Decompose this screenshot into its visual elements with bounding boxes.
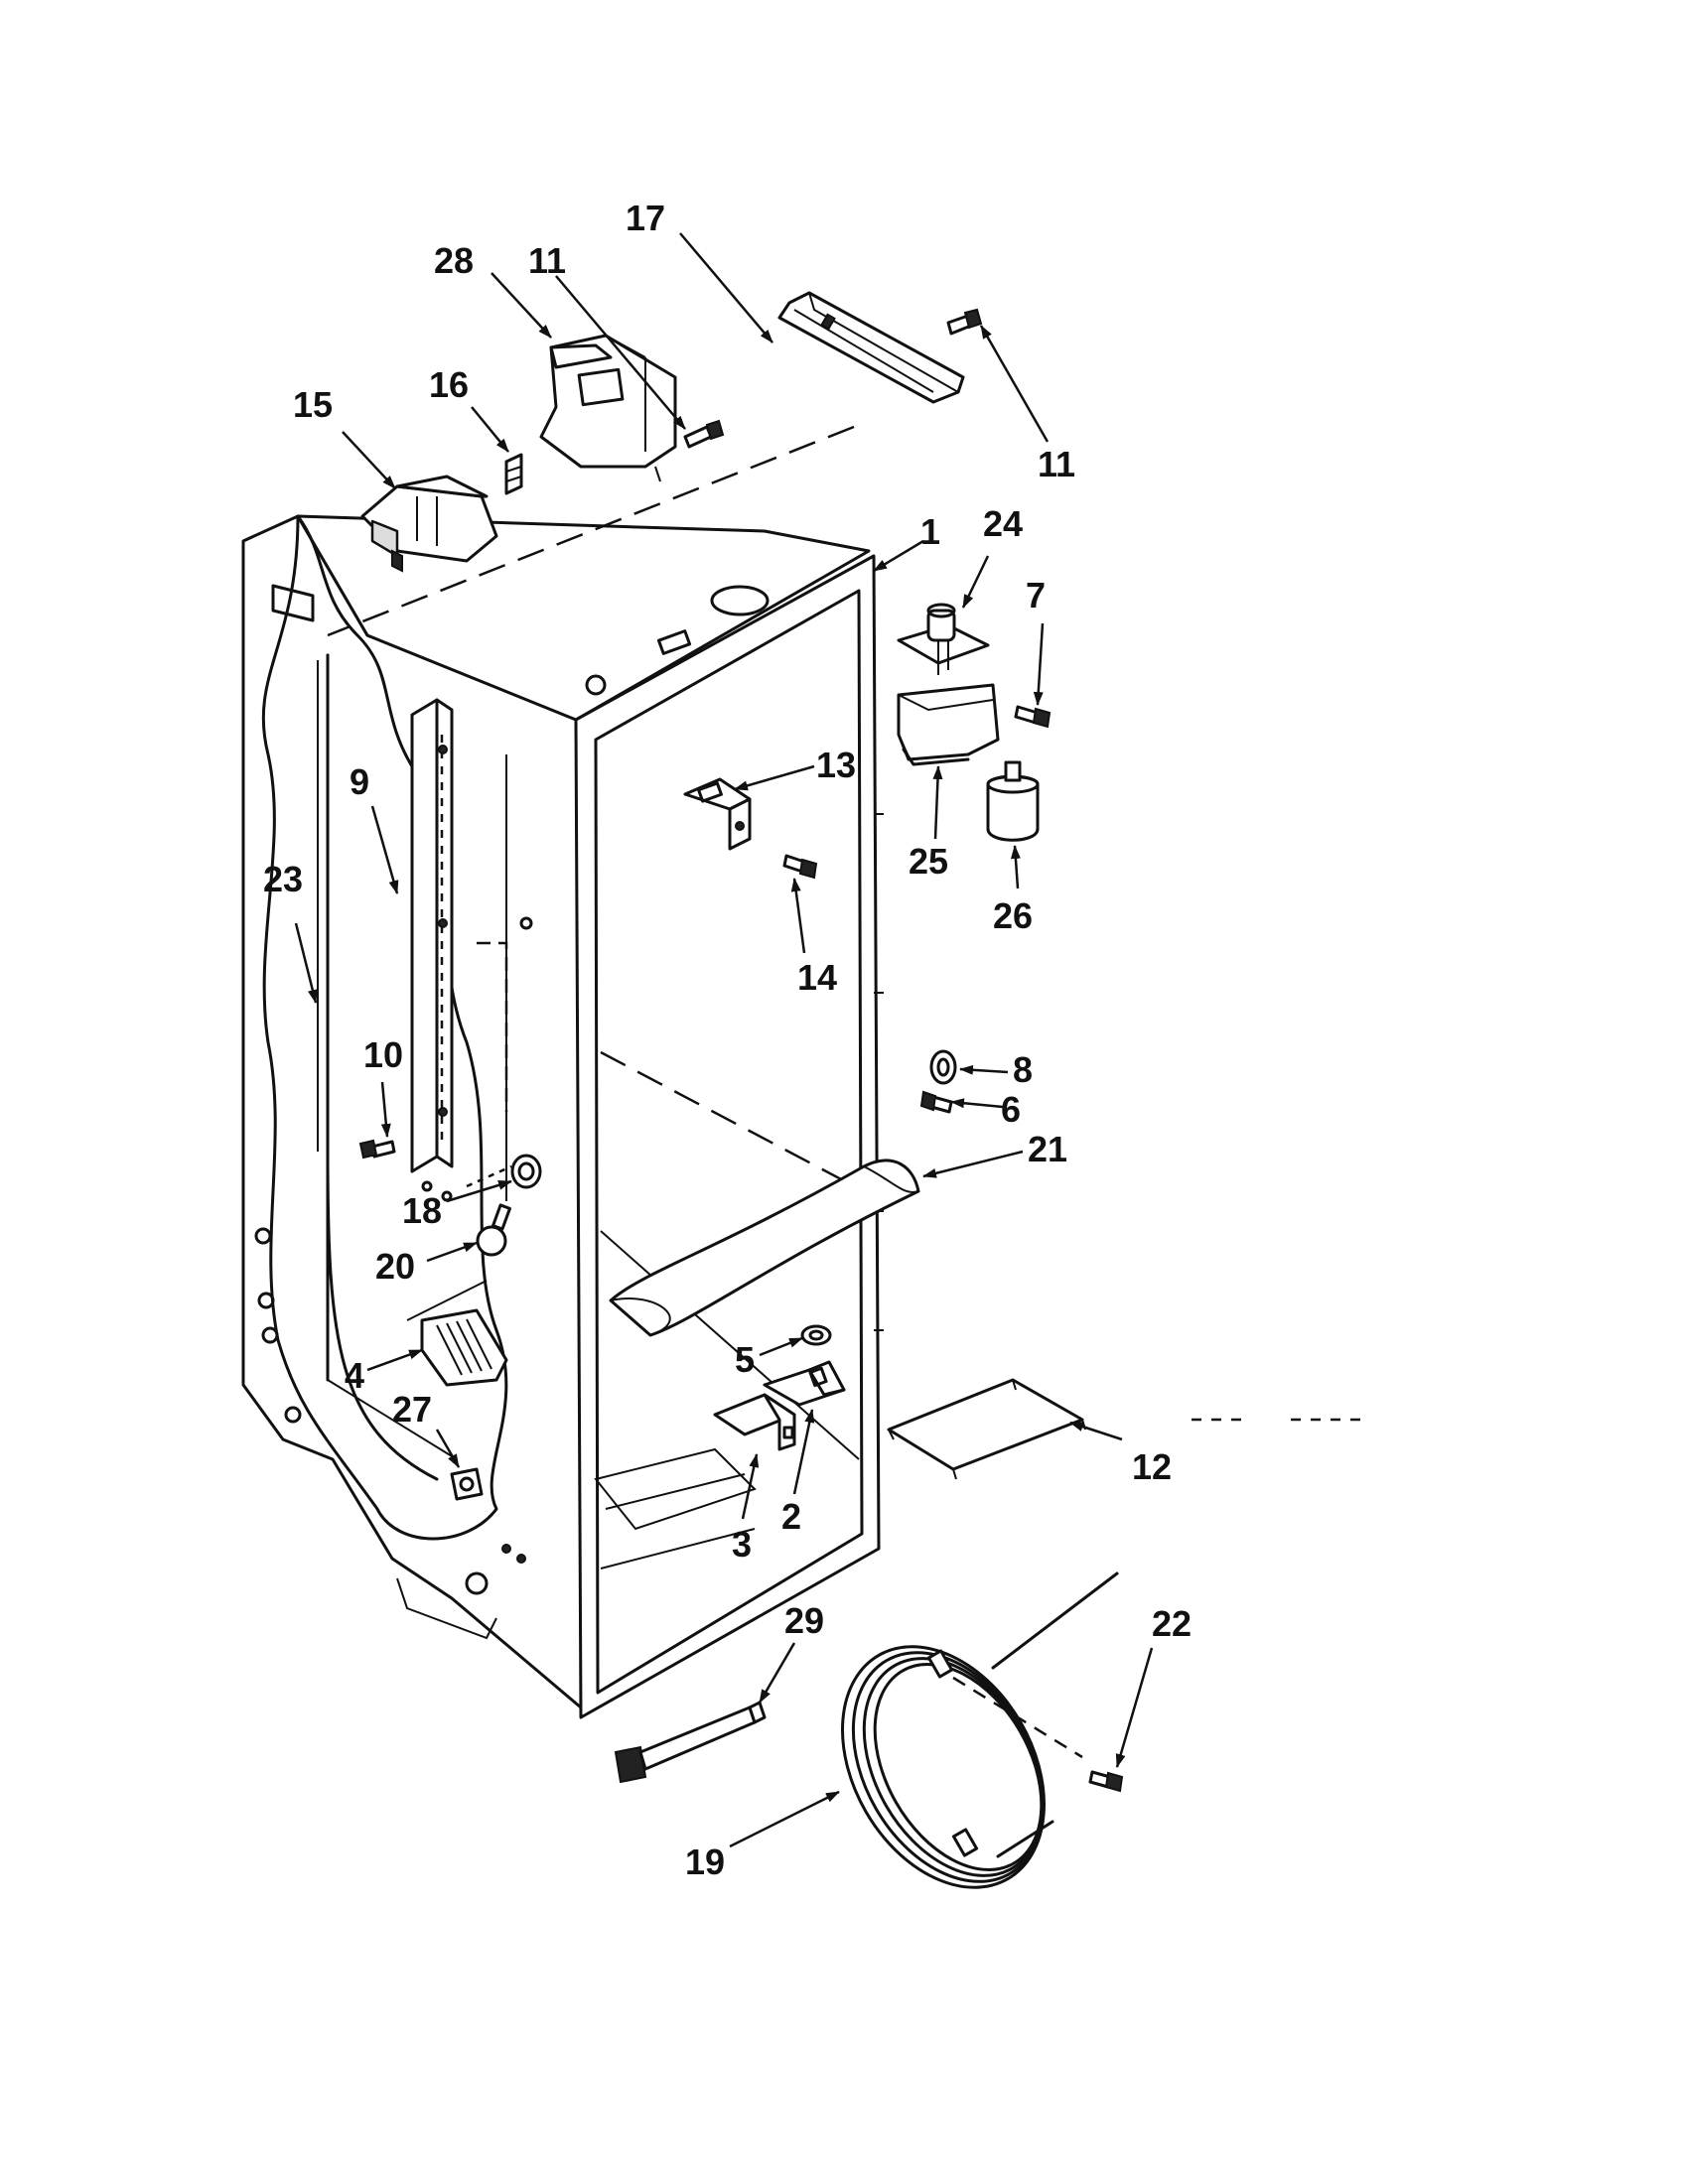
callout-3: 3 bbox=[732, 1524, 752, 1565]
part-6-screw bbox=[919, 1090, 953, 1114]
callout-19: 19 bbox=[685, 1842, 725, 1882]
leader-11b bbox=[979, 325, 1050, 443]
leader-25 bbox=[932, 765, 943, 840]
part-17-top-trim bbox=[777, 291, 965, 404]
leader-8 bbox=[959, 1064, 1009, 1075]
leader-4 bbox=[366, 1348, 423, 1372]
callout-16: 16 bbox=[429, 364, 469, 405]
leader-12 bbox=[1069, 1421, 1123, 1441]
leader-17 bbox=[679, 232, 773, 343]
part-19-water-tube-coil bbox=[841, 1571, 1119, 1889]
callout-22: 22 bbox=[1152, 1603, 1192, 1644]
part-12-shelf bbox=[887, 1378, 1370, 1480]
leader-lines bbox=[294, 232, 1154, 1848]
leader-28 bbox=[491, 272, 552, 339]
leader-27 bbox=[435, 1429, 461, 1468]
leader-15 bbox=[342, 431, 396, 489]
callout-25: 25 bbox=[909, 841, 948, 882]
part-23-tube bbox=[317, 653, 439, 1481]
part-5-grommet bbox=[800, 1324, 832, 1346]
part-29-cable-tie bbox=[614, 1701, 767, 1784]
leader-3 bbox=[741, 1453, 760, 1520]
part-24-light-switch bbox=[897, 603, 990, 675]
leader-26 bbox=[1010, 845, 1021, 889]
leader-10 bbox=[380, 1081, 391, 1138]
part-25-light-cover bbox=[897, 683, 1000, 766]
callout-21: 21 bbox=[1028, 1129, 1067, 1169]
leader-14 bbox=[790, 878, 806, 954]
part-10-screw bbox=[358, 1139, 396, 1160]
part-2-bracket bbox=[763, 1360, 846, 1407]
callout-24: 24 bbox=[983, 503, 1023, 544]
callout-9: 9 bbox=[350, 761, 369, 802]
callout-29: 29 bbox=[784, 1600, 824, 1641]
leader-5 bbox=[759, 1336, 803, 1357]
part-28-bracket bbox=[539, 334, 677, 482]
callout-6: 6 bbox=[1001, 1089, 1021, 1130]
part-21-light-shield bbox=[609, 1159, 920, 1337]
leader-1 bbox=[873, 539, 924, 573]
leader-7 bbox=[1033, 622, 1045, 706]
callout-7: 7 bbox=[1026, 575, 1046, 615]
callout-labels: 17 28 11 11 16 15 1 24 7 13 25 26 14 9 2… bbox=[263, 198, 1192, 1882]
part-18-socket bbox=[421, 1154, 542, 1202]
part-26-light-bulb bbox=[986, 760, 1040, 842]
callout-26: 26 bbox=[993, 895, 1033, 936]
leader-23 bbox=[294, 922, 318, 1004]
callout-18: 18 bbox=[402, 1190, 442, 1231]
part-13-bracket bbox=[683, 777, 752, 851]
part-11-screw-upper bbox=[683, 419, 725, 449]
leader-9 bbox=[370, 805, 399, 894]
callout-17: 17 bbox=[626, 198, 665, 238]
part-14-screw bbox=[782, 854, 818, 880]
part-22-screw bbox=[1088, 1770, 1124, 1793]
callout-10: 10 bbox=[363, 1034, 403, 1075]
leader-20 bbox=[426, 1241, 478, 1263]
leader-19 bbox=[729, 1790, 840, 1848]
part-11-screw-right bbox=[946, 308, 983, 336]
callout-11: 11 bbox=[1038, 444, 1075, 484]
callout-15: 15 bbox=[293, 384, 333, 425]
leader-11a bbox=[555, 275, 686, 430]
callout-13: 13 bbox=[816, 745, 856, 785]
leader-22 bbox=[1115, 1647, 1154, 1768]
callout-20: 20 bbox=[375, 1246, 415, 1287]
leader-24 bbox=[961, 555, 990, 609]
leader-21 bbox=[922, 1150, 1024, 1178]
callout-27: 27 bbox=[392, 1389, 432, 1430]
part-9-shelf-rail bbox=[410, 698, 533, 1173]
part-7-screw bbox=[1014, 705, 1052, 729]
callout-23: 23 bbox=[263, 859, 303, 899]
callout-1: 1 bbox=[920, 511, 940, 552]
cabinet-liner bbox=[241, 514, 884, 1719]
leader-2 bbox=[792, 1409, 815, 1495]
leader-13 bbox=[734, 764, 815, 791]
leader-18 bbox=[446, 1179, 512, 1203]
callout-8: 8 bbox=[1013, 1049, 1033, 1090]
callout-4: 4 bbox=[345, 1355, 364, 1396]
callout-28: 28 bbox=[434, 240, 474, 281]
part-16-clip bbox=[504, 453, 523, 495]
part-20-bulb bbox=[476, 1203, 511, 1257]
leader-6 bbox=[950, 1098, 1004, 1109]
part-15-control-housing bbox=[360, 475, 498, 573]
callout-5: 5 bbox=[735, 1339, 755, 1380]
part-8-bumper bbox=[929, 1049, 957, 1085]
leader-29 bbox=[758, 1642, 796, 1704]
callout-2: 2 bbox=[781, 1496, 801, 1537]
leader-16 bbox=[471, 406, 509, 453]
callout-14: 14 bbox=[797, 957, 837, 998]
callout-11: 11 bbox=[528, 240, 566, 281]
part-3-bracket bbox=[713, 1393, 796, 1451]
part-27-screw bbox=[450, 1467, 484, 1501]
assembly-line-17 bbox=[327, 425, 855, 637]
callout-12: 12 bbox=[1132, 1446, 1172, 1487]
